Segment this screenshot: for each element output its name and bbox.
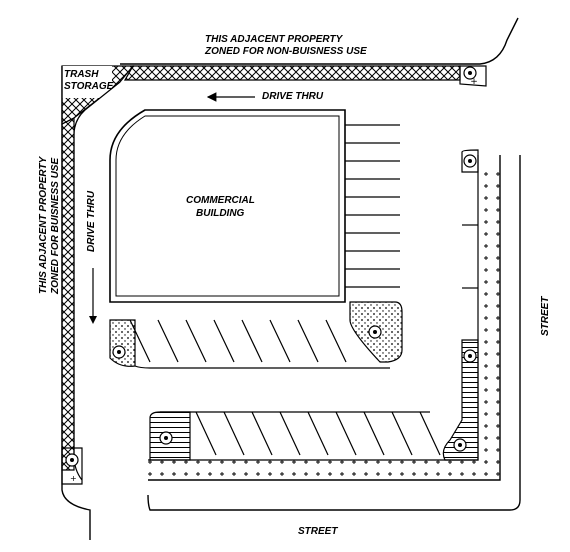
drive-thru-label-left: DRIVE THRU <box>86 190 97 252</box>
tree-icon <box>463 66 477 80</box>
adjacent-property-left-line1: THIS ADJACENT PROPERTY <box>38 156 49 294</box>
planter-top-right: + <box>459 65 487 87</box>
building-label-line2: BUILDING <box>196 208 245 219</box>
parking-stall-stubs <box>462 224 478 289</box>
property-boundary-left <box>61 66 91 540</box>
trash-storage-area <box>61 65 135 125</box>
adjacent-property-top-line1: THIS ADJACENT PROPERTY <box>205 34 343 45</box>
tree-icon <box>65 453 79 467</box>
street-label-bottom: STREET <box>298 526 338 537</box>
street-label-right: STREET <box>540 296 551 336</box>
tree-icon <box>368 325 382 339</box>
landscape-island-right <box>442 339 479 461</box>
adjacent-property-left-line2: ZONED FOR BUISNESS USE <box>50 157 61 294</box>
parking-curb-upper <box>134 365 390 369</box>
tree-icon <box>463 349 477 363</box>
drive-thru-label-top: DRIVE THRU <box>262 91 324 102</box>
svg-text:+: + <box>70 474 77 483</box>
planter-top-right-street <box>461 149 479 173</box>
svg-text:+: + <box>470 77 478 87</box>
tree-icon <box>463 154 477 168</box>
planter-bottom-left: + <box>61 447 83 485</box>
drive-curb-left <box>73 81 121 481</box>
landscape-strip-right <box>148 165 500 480</box>
parking-stalls-angled-lower <box>195 411 441 456</box>
property-boundary-top <box>120 17 519 65</box>
parking-stalls-angled-upper <box>129 319 347 363</box>
building-label-line1: COMMERCIAL <box>186 195 255 206</box>
street-edge-right <box>147 155 521 511</box>
tree-icon <box>112 345 126 359</box>
landscape-strip-top <box>123 65 461 81</box>
landscape-island-left <box>109 319 136 367</box>
drive-thru-arrow-left <box>89 268 97 324</box>
trash-storage-label-line1: TRASH <box>64 69 99 80</box>
commercial-building <box>109 109 346 303</box>
parking-stalls-east <box>345 124 400 288</box>
tree-icon <box>453 438 467 452</box>
tree-icon <box>159 431 173 445</box>
trash-storage-label-line2: STORAGE <box>64 81 114 92</box>
adjacent-property-top-line2: ZONED FOR NON-BUISNESS USE <box>205 46 367 57</box>
landscape-strip-left <box>61 117 75 471</box>
